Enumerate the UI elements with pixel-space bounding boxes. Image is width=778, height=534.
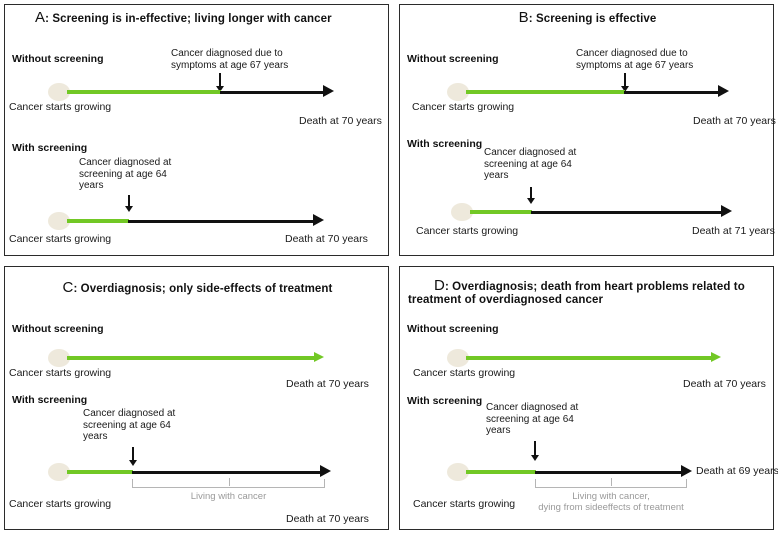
- panel-c-row-without-label: Without screening: [12, 323, 104, 335]
- panel-d-row-with-label: With screening: [407, 395, 483, 407]
- panel-b-row-without-black-seg: [624, 90, 720, 94]
- panel-c-title-text: : Overdiagnosis; only side-effects of tr…: [73, 283, 333, 295]
- panel-a-row-with-end-label: Death at 70 years: [285, 233, 368, 245]
- panel-c-row-with-origin-blob: [48, 463, 70, 481]
- panel-c-row-without-arrowhead: [314, 352, 324, 362]
- panel-a-row-with-origin-blob: [48, 212, 70, 230]
- panel-c-row-with-green-seg: [67, 470, 133, 474]
- panel-a-row-without-note: Cancer diagnosed due to symptoms at age …: [171, 48, 289, 71]
- panel-d-row-with-arrowhead: [681, 465, 692, 477]
- panel-b-row-with-green-seg: [470, 210, 532, 214]
- panel-b-row-with-label: With screening: [407, 138, 483, 150]
- panel-a-row-without-green-seg: [67, 90, 221, 94]
- panel-a-row-without-down-arrow-icon: [215, 73, 225, 93]
- panel-c-row-with-end-label: Death at 70 years: [286, 513, 369, 525]
- panel-d: D: Overdiagnosis; death from heart probl…: [399, 266, 778, 530]
- panel-c-row-without-origin-blob: [48, 349, 70, 367]
- panel-b-row-without-green-seg: [466, 90, 625, 94]
- panel-a-row-without-arrowhead: [323, 85, 334, 97]
- panel-d-living-with-cancer-bracket: [535, 478, 687, 488]
- panel-a-row-with-arrowhead: [313, 214, 324, 226]
- panel-c-row-with-black-seg: [132, 470, 322, 474]
- panel-c-row-with-label: With screening: [12, 394, 88, 406]
- panel-b-letter: B: [518, 9, 529, 26]
- panel-a-row-with-green-seg: [67, 219, 129, 223]
- panel-b-row-with-note: Cancer diagnosed at screening at age 64 …: [484, 147, 577, 181]
- panel-d-bracket-label: Living with cancer, dying from sideeffec…: [538, 491, 684, 513]
- panel-b-row-without-arrowhead: [718, 85, 729, 97]
- panel-c-title: C: Overdiagnosis; only side-effects of t…: [5, 279, 390, 296]
- panel-a-row-without-start-label: Cancer starts growing: [9, 101, 112, 113]
- panel-b-row-with-end-label: Death at 71 years: [692, 225, 775, 237]
- panel-d-row-with-note: Cancer diagnosed at screening at age 64 …: [486, 402, 579, 436]
- panel-d-row-without-green-seg: [466, 356, 713, 360]
- panel-c-row-with-arrowhead: [320, 465, 331, 477]
- panel-a-row-without-end-label: Death at 70 years: [299, 115, 382, 127]
- panel-b-title: B: Screening is effective: [400, 9, 775, 26]
- panel-a-title-text: : Screening is in-effective; living long…: [45, 13, 332, 25]
- panel-b-title-text: : Screening is effective: [528, 13, 657, 25]
- panel-d-row-without-end-label: Death at 70 years: [683, 378, 766, 390]
- panel-a-title: A: Screening is in-effective; living lon…: [35, 9, 380, 26]
- panel-d-row-without-arrowhead: [711, 352, 721, 362]
- panel-a-row-with-label: With screening: [12, 142, 88, 154]
- panel-d-title-text: : Overdiagnosis; death from heart proble…: [408, 281, 745, 306]
- panel-d-row-without-origin-blob: [447, 349, 469, 367]
- panel-a-letter: A: [35, 9, 46, 26]
- panel-c-row-with-start-label: Cancer starts growing: [9, 498, 112, 510]
- panel-d-title: D: Overdiagnosis; death from heart probl…: [408, 277, 770, 307]
- panel-a-row-with-black-seg: [128, 219, 315, 223]
- panel-d-row-without-start-label: Cancer starts growing: [413, 367, 516, 379]
- panel-d-row-with-start-label: Cancer starts growing: [413, 498, 516, 510]
- panel-a: A: Screening is in-effective; living lon…: [4, 4, 389, 256]
- panel-c-row-without-start-label: Cancer starts growing: [9, 367, 112, 379]
- panel-d-row-with-origin-blob: [447, 463, 469, 481]
- panel-b: B: Screening is effective Without screen…: [399, 4, 776, 256]
- panel-b-row-with-arrowhead: [721, 205, 732, 217]
- panel-a-row-without-black-seg: [220, 90, 325, 94]
- panel-c-row-without-green-seg: [67, 356, 316, 360]
- panel-b-row-without-note: Cancer diagnosed due to symptoms at age …: [576, 48, 694, 71]
- panel-d-row-with-end-label: Death at 69 years: [696, 465, 778, 477]
- panel-d-letter: D: [434, 277, 445, 294]
- panel-a-row-with-start-label: Cancer starts growing: [9, 233, 112, 245]
- panel-b-row-with-down-arrow-icon: [526, 187, 536, 207]
- panel-d-row-with-black-seg: [535, 470, 683, 474]
- panel-a-row-with-note: Cancer diagnosed at screening at age 64 …: [79, 157, 172, 191]
- panel-b-row-without-label: Without screening: [407, 53, 499, 65]
- panel-d-row-with-down-arrow-icon: [530, 441, 540, 463]
- panel-c-row-without-end-label: Death at 70 years: [286, 378, 369, 390]
- panel-a-row-without-label: Without screening: [12, 53, 104, 65]
- panel-c-living-with-cancer-bracket: [132, 478, 325, 488]
- panel-a-row-with-down-arrow-icon: [124, 195, 134, 215]
- panel-c-row-with-down-arrow-icon: [128, 447, 138, 469]
- panel-b-row-without-down-arrow-icon: [620, 73, 630, 93]
- panel-c-letter: C: [62, 279, 74, 296]
- panel-a-row-without-origin-blob: [48, 83, 70, 101]
- panel-d-row-without-label: Without screening: [407, 323, 499, 335]
- panel-d-row-with-green-seg: [466, 470, 536, 474]
- panel-c-bracket-label: Living with cancer: [190, 491, 267, 502]
- panel-b-row-without-start-label: Cancer starts growing: [412, 101, 515, 113]
- panel-c: C: Overdiagnosis; only side-effects of t…: [4, 266, 389, 530]
- panel-b-row-without-origin-blob: [447, 83, 469, 101]
- panel-b-row-without-end-label: Death at 70 years: [693, 115, 776, 127]
- panel-c-row-with-note: Cancer diagnosed at screening at age 64 …: [83, 408, 176, 442]
- panel-b-row-with-start-label: Cancer starts growing: [416, 225, 519, 237]
- panel-b-row-with-origin-blob: [451, 203, 473, 221]
- panel-b-row-with-black-seg: [531, 210, 723, 214]
